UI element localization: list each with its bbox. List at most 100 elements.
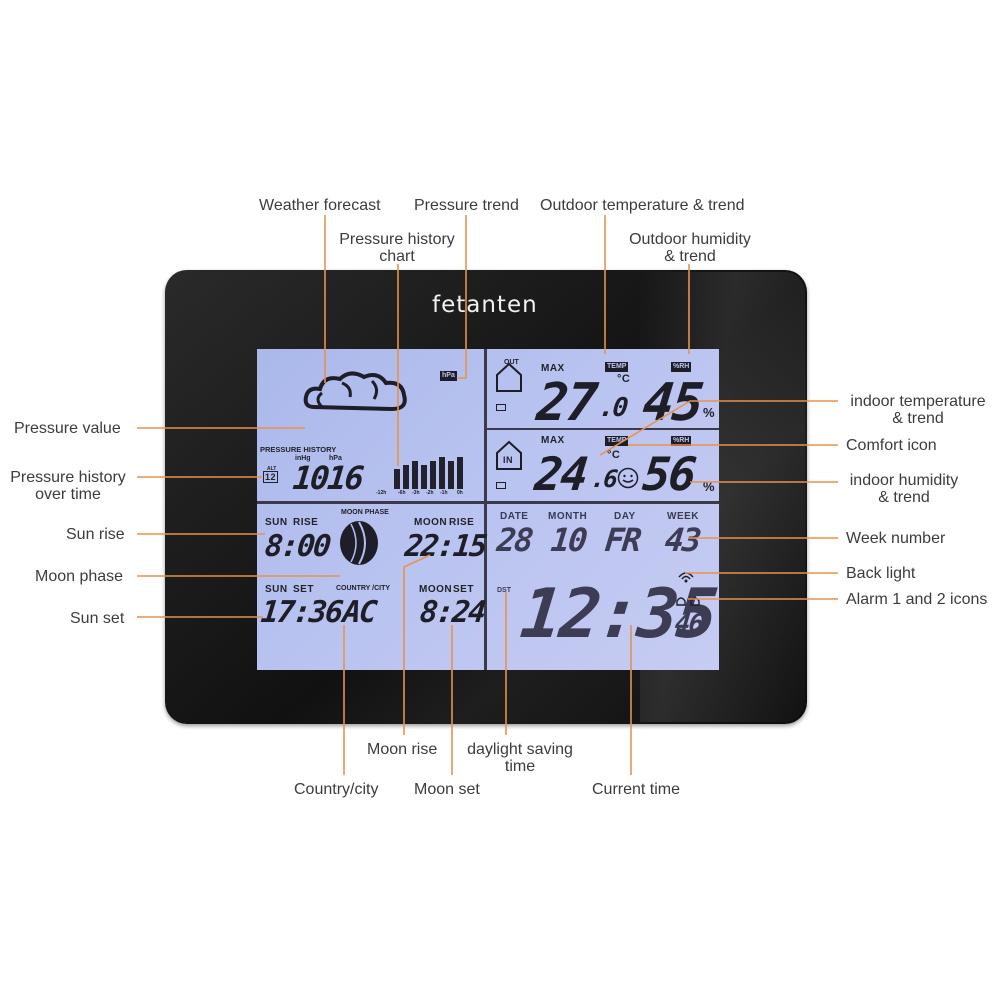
callout-line: chart (379, 248, 415, 265)
outdoor-battery-icon (496, 404, 506, 411)
outdoor-percent: % (703, 405, 716, 420)
callout-line: Pressure history (339, 231, 455, 248)
callout-weather-forecast: Weather forecast (259, 197, 381, 214)
alarm-1-icon (676, 597, 686, 606)
pressure-bar (403, 465, 409, 489)
chart-hour-label: -2h (426, 490, 434, 496)
sun-rise-label-sun: SUN (265, 517, 288, 528)
outdoor-humidity: 45 (639, 373, 705, 433)
pressure-bar (457, 457, 463, 489)
day-value: FR (603, 521, 642, 559)
indoor-max-label: MAX (541, 435, 565, 446)
outdoor-house-icon (496, 362, 522, 392)
brand-logo: fetanten (432, 292, 538, 318)
outdoor-temp-tag: TEMP (605, 362, 629, 372)
indoor-temp-main: 24 (532, 447, 590, 501)
outdoor-humidity-tag: %RH (671, 362, 692, 372)
sun-set-label-sun: SUN (265, 584, 288, 595)
pressure-bar (412, 461, 418, 489)
pressure-bar (421, 465, 427, 489)
day-label: DAY (614, 511, 636, 522)
date-value: 28 (495, 521, 534, 559)
callout-pressure-history-chart: Pressure history chart (333, 231, 461, 265)
callout-back-light: Back light (846, 565, 916, 582)
callout-line: indoor humidity (849, 472, 959, 489)
moon-phase-label: MOON PHASE (341, 509, 389, 516)
callout-week-number: Week number (846, 530, 946, 547)
callout-line: indoor temperature (850, 393, 986, 410)
indoor-humidity-tag: %RH (671, 436, 692, 446)
callout-line: time (504, 758, 536, 775)
sun-rise-label-rise: RISE (293, 517, 319, 528)
indoor-temp-tag: TEMP (605, 436, 629, 446)
outdoor-max-label: MAX (541, 363, 565, 374)
callout-outdoor-temperature: Outdoor temperature & trend (540, 197, 745, 214)
callout-moon-set: Moon set (414, 781, 480, 798)
comfort-smiley-icon (617, 467, 639, 489)
moon-phase-icon (340, 521, 378, 565)
chart-hour-label: -3h (412, 490, 420, 496)
callout-indoor-humidity: indoor humidity & trend (842, 472, 966, 506)
moon-set-time: 8:24 (418, 595, 487, 630)
callout-current-time: Current time (592, 781, 681, 798)
date-label: DATE (500, 511, 529, 522)
moon-set-label-set: SET (453, 584, 474, 595)
cloud-icon (303, 371, 407, 412)
callout-moon-rise: Moon rise (367, 741, 438, 758)
country-code: AC (341, 595, 377, 630)
indoor-humidity: 56 (640, 447, 698, 501)
seconds-value: 46 (673, 609, 704, 639)
callout-moon-phase: Moon phase (35, 568, 124, 585)
indoor-celsius: °C (607, 449, 621, 461)
chart-hour-label: -12h (376, 490, 387, 496)
pressure-bar (439, 457, 445, 489)
pressure-bar (448, 461, 454, 489)
week-label: WEEK (667, 511, 699, 522)
month-label: MONTH (548, 511, 588, 522)
sun-set-label-set: SET (293, 584, 314, 595)
lcd-divider-horizontal (257, 501, 719, 504)
callout-indoor-temperature: indoor temperature & trend (842, 393, 994, 427)
moon-rise-time: 22:15 (403, 529, 488, 564)
callout-country-city: Country/city (294, 781, 379, 798)
sun-rise-time: 8:00 (263, 529, 332, 564)
week-value: 43 (663, 521, 702, 559)
outdoor-temp-main: 27 (533, 373, 599, 433)
callout-line: daylight saving (467, 741, 573, 758)
callout-line: & trend (892, 410, 944, 427)
callout-sun-set: Sun set (70, 610, 125, 627)
callout-line: Pressure history (10, 469, 126, 486)
callout-pressure-history-time: Pressure history over time (2, 469, 134, 503)
indoor-temp-decimal: .6 (589, 465, 618, 493)
chart-hour-label: -1h (440, 490, 448, 496)
month-value: 10 (549, 521, 588, 559)
chart-hour-label: 0h (457, 490, 463, 496)
callout-pressure-value: Pressure value (14, 420, 121, 437)
hpa-label: hPa (329, 455, 342, 462)
backlight-icon (678, 572, 694, 583)
callout-sun-rise: Sun rise (66, 526, 125, 543)
pressure-value: 1016 (291, 459, 365, 497)
callout-line: Outdoor humidity (629, 231, 751, 248)
sun-set-time: 17:36 (259, 595, 344, 630)
callout-comfort-icon: Comfort icon (846, 437, 937, 454)
pressure-bar (394, 469, 400, 489)
callout-pressure-trend: Pressure trend (414, 197, 519, 214)
dst-label: DST (497, 587, 511, 594)
callout-line: over time (35, 486, 101, 503)
alt-value: 12 (263, 471, 279, 483)
callout-line: & trend (664, 248, 716, 265)
pressure-unit-tag: hPa (440, 371, 457, 381)
outdoor-label: OUT (504, 359, 519, 366)
callout-line: & trend (878, 489, 930, 506)
outdoor-temp-decimal: .0 (597, 393, 628, 423)
moon-rise-label-moon: MOON (414, 517, 448, 528)
callout-outdoor-humidity: Outdoor humidity & trend (620, 231, 760, 265)
indoor-house-icon (496, 440, 522, 470)
pressure-history-label: PRESSURE HISTORY (260, 445, 337, 454)
pressure-bar (430, 461, 436, 489)
indoor-battery-icon (496, 482, 506, 489)
lcd-divider-vertical (484, 349, 487, 670)
outdoor-celsius: °C (617, 373, 631, 385)
indoor-percent: % (703, 479, 716, 494)
